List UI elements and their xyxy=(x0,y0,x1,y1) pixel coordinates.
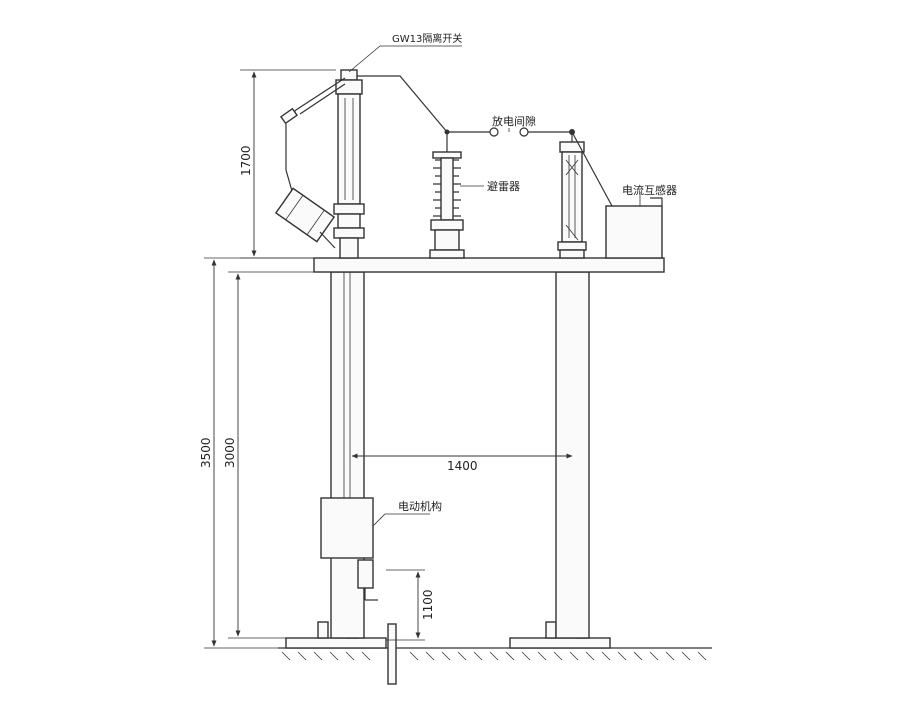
label-gw13-switch: GW13隔离开关 xyxy=(392,32,462,45)
dim-text-1700: 1700 xyxy=(239,145,253,176)
label-current-transformer: 电流互感器 xyxy=(622,183,677,197)
mechanism-leader xyxy=(372,513,430,527)
label-discharge-gap: 放电间隙 xyxy=(492,114,536,128)
gw13-disconnect-switch xyxy=(274,69,365,259)
left-base-plate xyxy=(285,637,387,649)
dim-text-3500: 3500 xyxy=(199,437,213,468)
surge-arrester xyxy=(429,132,465,259)
dimension-3000 xyxy=(228,271,331,639)
dim-text-3000: 3000 xyxy=(223,437,237,468)
ground xyxy=(278,647,712,661)
discharge-gap xyxy=(444,127,575,137)
current-transformer-box xyxy=(571,131,663,259)
dimension-1100 xyxy=(386,569,425,641)
mounting-platform xyxy=(313,257,665,273)
connection-lead xyxy=(357,75,448,133)
dimension-3500 xyxy=(204,257,314,649)
dim-text-1400: 1400 xyxy=(447,459,478,473)
right-base-plate xyxy=(509,637,611,649)
switch-leader xyxy=(348,45,462,73)
current-transformer-column xyxy=(557,132,587,259)
right-support-column xyxy=(555,271,590,639)
electric-operating-mechanism xyxy=(320,497,397,685)
dim-text-1100: 1100 xyxy=(421,589,435,620)
label-electric-mechanism: 电动机构 xyxy=(398,499,442,513)
label-surge-arrester: 避雷器 xyxy=(487,179,520,193)
